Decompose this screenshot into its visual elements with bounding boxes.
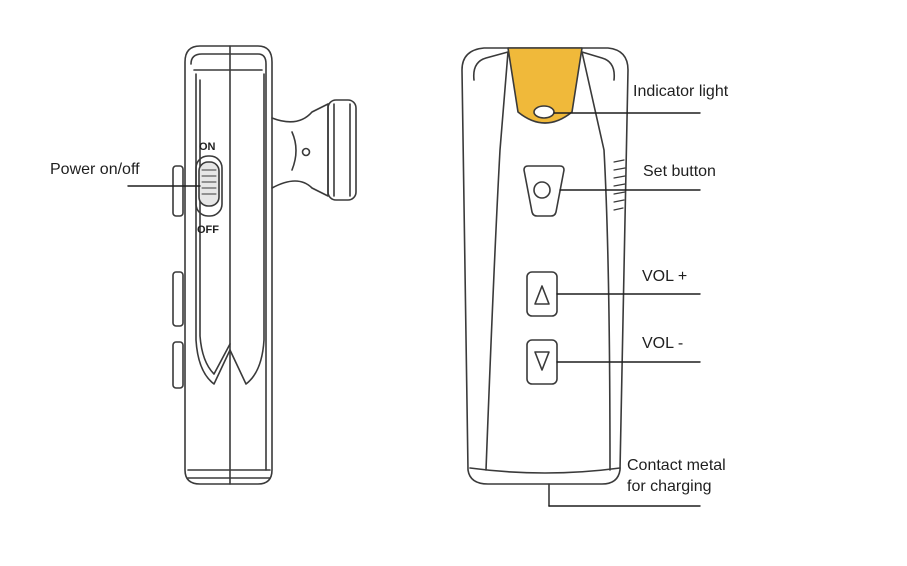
earbud-stem xyxy=(271,103,329,197)
switch-off-label: OFF xyxy=(197,224,219,236)
label-contact-line1: Contact metal xyxy=(627,457,726,474)
label-set: Set button xyxy=(643,163,716,180)
triangle-up-icon xyxy=(534,285,550,305)
side-button-bottom xyxy=(172,341,184,389)
earbud-tip xyxy=(327,99,357,201)
label-contact-line2: for charging xyxy=(627,478,712,495)
switch-on-label: ON xyxy=(199,141,216,153)
front-body-outline xyxy=(461,47,629,485)
label-vol-up: VOL + xyxy=(642,268,688,285)
callout-lines xyxy=(127,112,701,507)
vol-up-button xyxy=(526,271,558,317)
side-button-top xyxy=(172,165,184,217)
side-front-panel xyxy=(195,73,265,385)
indicator-cap xyxy=(507,47,583,124)
vol-down-button xyxy=(526,339,558,385)
side-grip xyxy=(613,159,626,211)
side-body-outline xyxy=(184,45,273,485)
front-view-device xyxy=(461,47,629,507)
triangle-down-icon xyxy=(534,351,550,371)
set-button xyxy=(523,165,565,217)
power-switch-knob xyxy=(198,161,220,207)
label-indicator: Indicator light xyxy=(633,83,729,100)
set-button-dot xyxy=(533,181,551,199)
side-button-middle xyxy=(172,271,184,327)
earbud-hole xyxy=(301,147,311,157)
label-vol-down: VOL - xyxy=(642,335,684,352)
side-view-device xyxy=(172,45,357,485)
label-power: Power on/off xyxy=(50,161,140,178)
indicator-light xyxy=(533,105,555,119)
